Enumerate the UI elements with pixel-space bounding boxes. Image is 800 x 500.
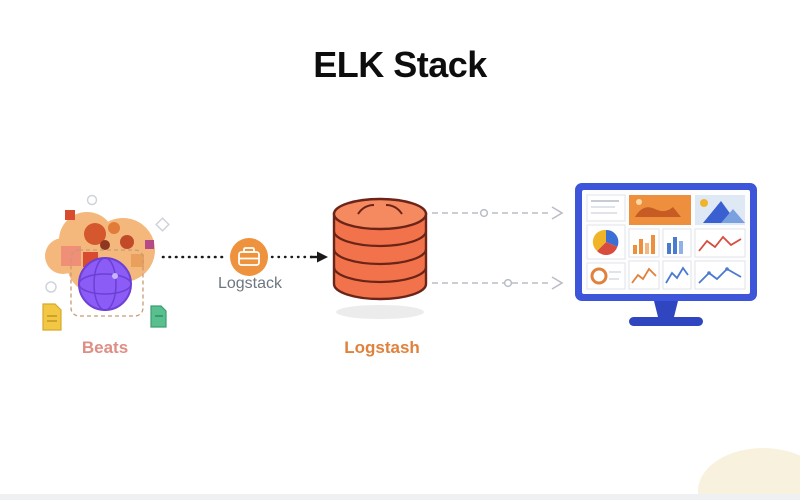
monitor-icon bbox=[575, 183, 757, 326]
dashed-connector-top bbox=[432, 206, 564, 220]
logstash-node bbox=[324, 190, 436, 322]
logstash-label: Logstash bbox=[344, 338, 420, 357]
corner-decoration bbox=[698, 448, 800, 500]
beats-label: Beats bbox=[81, 338, 129, 357]
dashed-connector-bottom bbox=[432, 276, 564, 290]
dotted-connector-beats-logstack bbox=[161, 255, 229, 259]
background-strip bbox=[0, 494, 800, 500]
database-icon bbox=[332, 197, 428, 319]
logstack-icon bbox=[230, 238, 268, 276]
arrow-connector-logstack-database bbox=[270, 251, 328, 263]
dashboard-node bbox=[575, 183, 759, 329]
logstack-node bbox=[228, 236, 270, 278]
beats-node bbox=[35, 190, 175, 340]
logstack-label: Logstack bbox=[217, 275, 283, 292]
page-title: ELK Stack bbox=[313, 44, 487, 85]
beats-cloud-icon bbox=[42, 194, 170, 331]
